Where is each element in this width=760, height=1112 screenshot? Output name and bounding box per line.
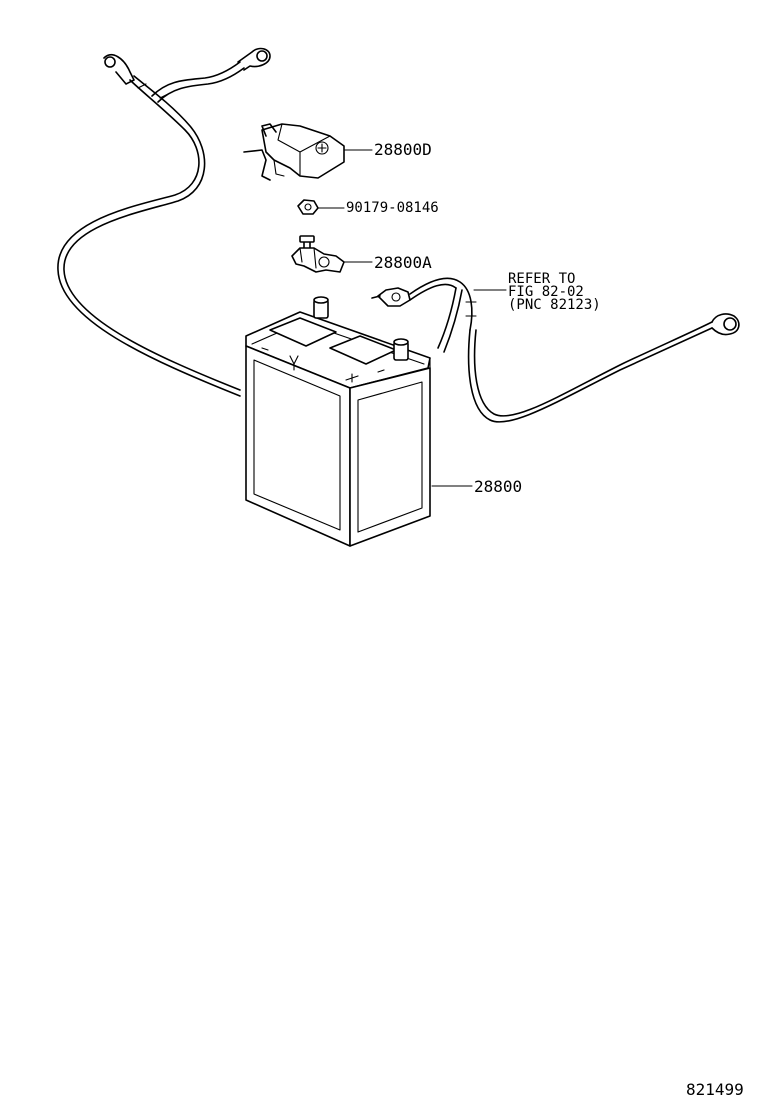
ground-cable-drawing — [57, 47, 271, 397]
terminal-clamp-drawing — [291, 235, 345, 273]
part-label-battery: 28800 — [474, 477, 523, 496]
reference-note-line2: FIG 82-02 — [508, 284, 584, 300]
reference-note-line3: (PNC 82123) — [508, 297, 601, 313]
terminal-cover-drawing — [243, 123, 345, 181]
positive-cable-drawing — [371, 277, 740, 423]
nut-drawing — [297, 199, 319, 215]
reference-note: REFER TO FIG 82-02 (PNC 82123) — [508, 271, 601, 313]
part-label-clamp: 28800A — [374, 253, 432, 272]
reference-note-line1: REFER TO — [508, 271, 576, 287]
part-label-cover: 28800D — [374, 140, 432, 159]
battery-drawing — [245, 296, 431, 547]
figure-number: 821499 — [686, 1080, 744, 1099]
part-label-nut: 90179-08146 — [346, 200, 439, 216]
